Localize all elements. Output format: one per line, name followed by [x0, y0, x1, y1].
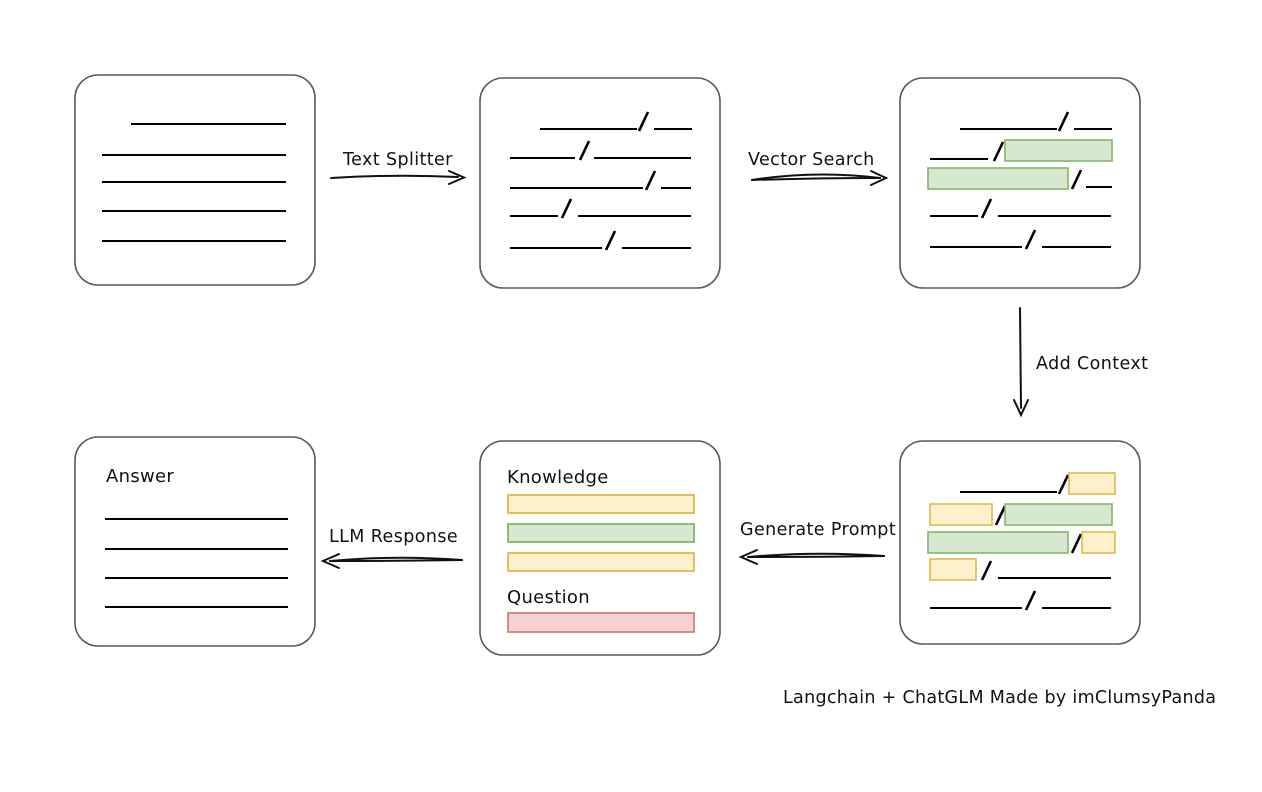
highlight-green-chunk [927, 531, 1069, 554]
highlight-green-chunk [1004, 503, 1113, 526]
chunk-separator-slash [644, 170, 657, 191]
knowledge-bar-yellow [507, 494, 695, 514]
box-source-document [74, 74, 316, 286]
generate-prompt-arrow-line [747, 552, 885, 558]
knowledge-bar-green [507, 523, 695, 543]
box-context-chunks [899, 440, 1141, 645]
box-prompt: Knowledge Question [479, 440, 721, 656]
chunk-separator-slash [994, 505, 1007, 526]
knowledge-bar-yellow [507, 552, 695, 572]
source-document-rows [102, 122, 286, 243]
chunk-separator-slash [637, 111, 650, 132]
credit-text: Langchain + ChatGLM Made by imClumsyPand… [783, 688, 1216, 708]
chunk-separator-slash [604, 230, 617, 251]
chunk-separator-slash [1057, 474, 1070, 495]
highlight-yellow-chunk [1081, 531, 1116, 554]
chunk-separator-slash [992, 141, 1005, 162]
arrow-generate-prompt: Generate Prompt [738, 520, 896, 565]
add-context-arrow-head [1013, 399, 1029, 418]
chunk-separator-slash [1024, 590, 1037, 611]
chunk-separator-slash [980, 198, 993, 219]
chunk-separator-slash [1057, 111, 1070, 132]
context-chunks-rows [927, 472, 1116, 611]
chunk-separator-slash [560, 198, 573, 219]
chunk-separator-slash [1070, 533, 1083, 554]
box-answer: Answer [74, 436, 316, 647]
llm-response-arrow-head [320, 553, 340, 569]
vector-search-arrow-line2 [751, 177, 881, 181]
arrow-vector-search: Vector Search [748, 150, 889, 186]
vector-search-arrow-head [870, 170, 889, 186]
text-splitter-arrow-line [330, 174, 459, 179]
answer-rows [105, 517, 288, 609]
llm-response-arrow-line [329, 556, 463, 562]
chunk-separator-slash [578, 140, 591, 161]
chunk-separator-slash [1024, 229, 1037, 250]
answer-outline [74, 436, 316, 647]
prompt-knowledge-label: Knowledge [507, 467, 609, 488]
prompt-knowledge-bars [507, 494, 695, 572]
retrieved-chunks-rows [927, 111, 1113, 250]
generate-prompt-arrow-line2 [747, 555, 885, 558]
chunk-separator-slash [1070, 169, 1083, 190]
highlight-yellow-chunk [929, 503, 993, 526]
box-split-chunks [479, 77, 721, 289]
arrow-label-generate-prompt: Generate Prompt [740, 520, 896, 540]
prompt-question-bars [507, 612, 695, 633]
arrow-label-text-splitter: Text Splitter [342, 150, 453, 170]
llm-response-arrow-line2 [329, 559, 463, 562]
arrow-text-splitter: Text Splitter [330, 150, 467, 185]
arrow-label-llm-response: LLM Response [329, 527, 458, 547]
question-bar-red [507, 612, 695, 633]
split-chunks-rows [510, 111, 692, 251]
add-context-arrow-line [1019, 307, 1022, 409]
highlight-yellow-chunk [929, 558, 977, 581]
vector-search-arrow-line [751, 173, 881, 181]
answer-heading: Answer [106, 466, 174, 487]
highlight-yellow-chunk [1068, 472, 1116, 495]
arrow-llm-response: LLM Response [320, 527, 463, 569]
source-document-outline [74, 74, 316, 286]
highlight-green-chunk [1004, 139, 1113, 162]
arrow-add-context: Add Context [1013, 307, 1148, 418]
text-splitter-arrow-head [448, 170, 467, 185]
highlight-green-chunk [927, 167, 1069, 190]
prompt-question-label: Question [507, 587, 590, 608]
generate-prompt-arrow-head [738, 549, 758, 565]
split-chunks-outline [479, 77, 721, 289]
chunk-separator-slash [980, 560, 993, 581]
box-retrieved-chunks [899, 77, 1141, 289]
arrow-label-vector-search: Vector Search [748, 150, 875, 170]
arrow-label-add-context: Add Context [1036, 354, 1148, 374]
